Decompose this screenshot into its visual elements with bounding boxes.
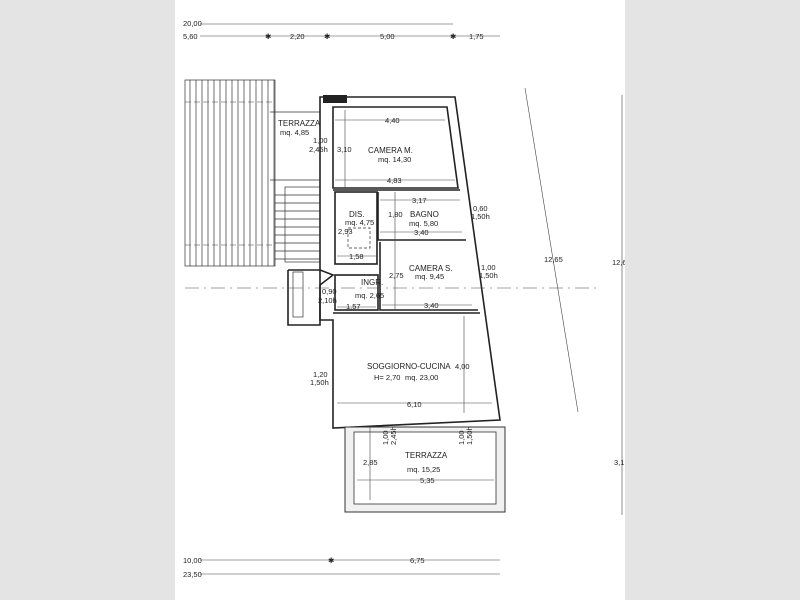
dimension-label: 1,80 <box>388 210 403 219</box>
dim-seg4: 1,75 <box>469 32 484 41</box>
dimension-label: 1,00 <box>457 430 466 445</box>
dimension-label: H= 2,70 <box>374 373 400 382</box>
top-dimensions: 20,00 5,60 2,20 5,00 1,75 ✱ ✱ ✱ <box>183 19 500 41</box>
soggiorno-name: SOGGIORNO-CUCINA <box>367 362 451 371</box>
dimension-label: 2,75 <box>389 271 404 280</box>
dimension-label: 1,00 <box>313 136 328 145</box>
dim-bottom-seg2: 6,75 <box>410 556 425 565</box>
right-dimensions: 12,65 12,6 3,1 <box>524 87 625 515</box>
dim-seg3: 5,00 <box>380 32 395 41</box>
dimension-label: 6,10 <box>407 400 422 409</box>
dimension-label: 1,00 <box>481 263 496 272</box>
stairs <box>275 186 321 263</box>
dimension-label: 4,83 <box>387 176 402 185</box>
dimension-label: mq. 23,00 <box>405 373 438 382</box>
dim-total-top: 20,00 <box>183 19 202 28</box>
dimension-label: 2,10h <box>318 296 337 305</box>
dimension-label: 0,90 <box>322 287 337 296</box>
dimension-label: mq. 9,45 <box>415 272 444 281</box>
bottom-dimensions: 10,00 6,75 23,50 ✱ <box>183 556 500 579</box>
dim-seg1: 5,60 <box>183 32 198 41</box>
dimension-label: 3,17 <box>412 196 427 205</box>
dimension-label: 3,40 <box>414 228 429 237</box>
dimension-label: 4,40 <box>385 116 400 125</box>
svg-text:✱: ✱ <box>450 32 457 41</box>
large-terrace <box>344 426 506 513</box>
terrazza-large-name: TERRAZZA <box>405 451 448 460</box>
vent-icon <box>323 95 347 103</box>
dimension-label: 2,93 <box>338 227 353 236</box>
svg-text:✱: ✱ <box>328 556 335 565</box>
dimension-label: mq. 5,80 <box>409 219 438 228</box>
dimension-label: 5,35 <box>420 476 435 485</box>
dimension-label: mq. 2,65 <box>355 291 384 300</box>
roof-hatching <box>184 79 276 267</box>
floor-plan: 20,00 5,60 2,20 5,00 1,75 ✱ ✱ ✱ <box>183 19 625 579</box>
dimension-label: 3,40 <box>424 301 439 310</box>
dim-bottom-total: 23,50 <box>183 570 202 579</box>
dimension-label: 1,50h <box>310 378 329 387</box>
dimension-label: 2,85 <box>363 458 378 467</box>
dim-vertical-main: 12,6 <box>612 258 625 267</box>
dimension-label: 1,00 <box>381 430 390 445</box>
room-labels: TERRAZZA mq. 4,85 1,00 2,45h CAMERA M. m… <box>278 116 498 485</box>
dimension-label: 1,58 <box>349 252 364 261</box>
dimension-label: mq. 15,25 <box>407 465 440 474</box>
dim-vertical-lower: 3,1 <box>614 458 624 467</box>
floor-plan-sheet: 20,00 5,60 2,20 5,00 1,75 ✱ ✱ ✱ <box>175 0 625 600</box>
dimension-label: mq. 4,75 <box>345 218 374 227</box>
dimension-label: mq. 14,30 <box>378 155 411 164</box>
dim-bottom-seg1: 10,00 <box>183 556 202 565</box>
dimension-label: 2,45h <box>309 145 328 154</box>
bagno-name: BAGNO <box>410 210 439 219</box>
dim-seg2: 2,20 <box>290 32 305 41</box>
camera-m-name: CAMERA M. <box>368 146 413 155</box>
dimension-label: 1,50h <box>479 271 498 280</box>
ingr-name: INGR. <box>361 278 383 287</box>
dimension-label: 0,60 <box>473 204 488 213</box>
dimension-label: mq. 4,85 <box>280 128 309 137</box>
dim-diagonal: 12,65 <box>544 255 563 264</box>
dimension-label: 4,00 <box>455 362 470 371</box>
dimension-label: 1,50h <box>471 212 490 221</box>
walls <box>287 95 501 429</box>
dimension-label: 1,20 <box>313 370 328 379</box>
interior-dimensions <box>335 110 494 500</box>
dimension-label: 1,57 <box>346 302 361 311</box>
dimension-label: 2,45h <box>389 426 398 445</box>
dimension-label: 1,50h <box>465 426 474 445</box>
dis-name: DIS. <box>349 210 365 219</box>
dimension-label: 3,10 <box>337 145 352 154</box>
svg-text:✱: ✱ <box>324 32 331 41</box>
terrazza-small-name: TERRAZZA <box>278 119 321 128</box>
camera-s-name: CAMERA S. <box>409 264 453 273</box>
svg-text:✱: ✱ <box>265 32 272 41</box>
